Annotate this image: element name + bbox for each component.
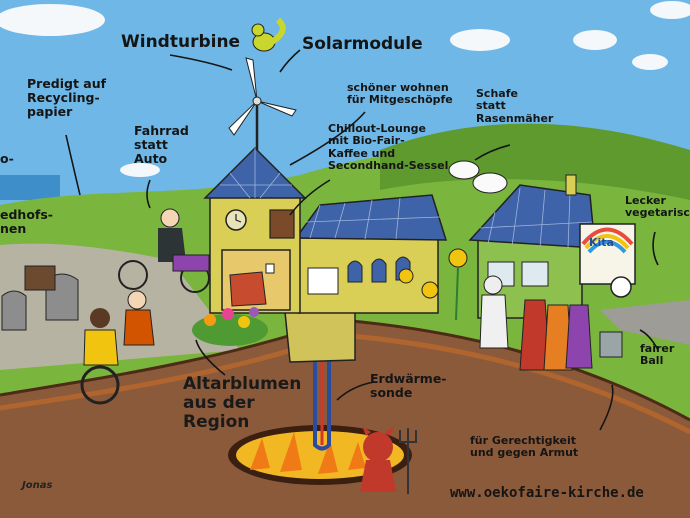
elderly-gardener	[479, 275, 509, 349]
label-altarblumen: Altarblumen aus der Region	[183, 374, 302, 433]
wind-turbine	[228, 57, 297, 150]
sheep	[448, 160, 508, 194]
gravestones	[1, 265, 79, 331]
squirrel-weathervane	[251, 17, 286, 52]
solar-grid-nave	[304, 197, 441, 240]
label-schoener-wohnen: schöner wohnen für Mitgeschöpfe	[347, 81, 453, 107]
label-chillout: Chillout-Lounge mit Bio-Fair- Kaffee und…	[328, 122, 449, 172]
coffee-cup	[265, 263, 275, 274]
clouds	[0, 1, 690, 177]
kita-sign-text: Kita	[589, 236, 614, 249]
label-fahrrad: Fahrrad statt Auto	[134, 123, 189, 166]
earth-cross-section	[0, 320, 690, 518]
label-erdwaerme: Erdwärme- sonde	[370, 371, 447, 400]
secondhand-armchair	[229, 271, 267, 307]
label-schafe: Schafe statt Rasenmäher	[476, 87, 554, 125]
label-predigt: Predigt auf Recycling- papier	[27, 76, 107, 119]
label-gerechtigkeit: für Gerechtigkeit und gegen Armut	[470, 434, 579, 460]
solar-roof-nave	[294, 194, 448, 241]
solar-grid-tower	[220, 148, 292, 199]
pointer-arrows	[65, 49, 659, 431]
watering-can	[599, 331, 623, 358]
altar-flowers	[192, 307, 268, 346]
geothermal-pipe-cold	[313, 350, 331, 451]
sea	[0, 175, 60, 200]
hill-ridge	[380, 123, 690, 200]
owl-window	[269, 209, 295, 239]
website-url: www.oekofaire-kirche.de	[450, 485, 644, 501]
wheelchair-user	[80, 308, 120, 405]
football	[610, 276, 632, 298]
label-edge-fragment: o-	[0, 151, 14, 166]
label-friedhof: edhofs- nen	[0, 207, 53, 236]
label-lecker: Lecker vegetarisch	[625, 194, 690, 220]
label-windturbine: Windturbine	[121, 32, 241, 52]
kings-children	[519, 299, 593, 371]
cyclist	[118, 208, 210, 293]
label-solarmodule: Solarmodule	[302, 34, 423, 54]
sunflowers	[398, 248, 468, 321]
artist-signature: Jonas	[22, 480, 53, 491]
label-fairer-ball: fairer Ball	[640, 342, 675, 368]
devil-figure	[360, 426, 417, 494]
running-child	[123, 290, 155, 346]
stone-path	[600, 300, 690, 345]
flames	[250, 432, 366, 474]
church-poster	[307, 267, 339, 295]
